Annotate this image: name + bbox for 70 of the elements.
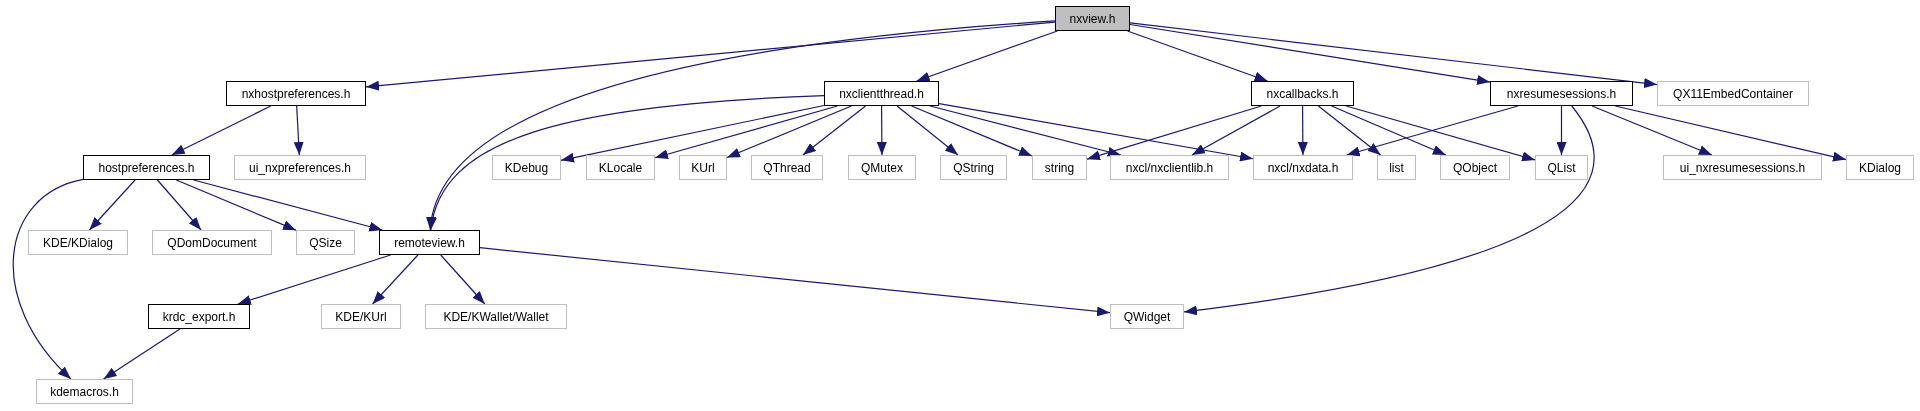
header-file-box: nxcallbacks.h	[1251, 81, 1354, 106]
external-header-box: ui_nxresumesessions.h	[1663, 155, 1822, 180]
arrow	[1191, 105, 1281, 156]
arrow	[1317, 105, 1382, 156]
arrow	[365, 21, 1056, 91]
arrow	[428, 20, 1056, 231]
external-header-box: list	[1377, 155, 1416, 180]
arrow	[876, 105, 887, 156]
arrow	[910, 105, 1033, 157]
external-header-box: KDialog	[1846, 155, 1914, 180]
arrow	[726, 105, 852, 159]
arrow	[1126, 30, 1269, 82]
arrow	[13, 178, 84, 380]
external-header-box: kdemacros.h	[36, 379, 133, 404]
header-file-box: hostpreferences.h	[83, 155, 210, 180]
arrow	[293, 105, 304, 156]
arrow	[1614, 105, 1847, 162]
arrow	[428, 94, 825, 231]
external-header-box: ui_nxpreferences.h	[234, 155, 366, 180]
arrow	[156, 179, 202, 231]
arrow	[440, 254, 486, 305]
arrow	[1129, 22, 1658, 89]
arrow	[929, 105, 1122, 157]
header-file-box: krdc_export.h	[148, 304, 250, 329]
header-file-box: nxclientthread.h	[824, 81, 939, 106]
external-header-box: KUrl	[679, 155, 727, 180]
header-file-box: nxresumesessions.h	[1490, 81, 1633, 106]
arrow	[175, 179, 297, 231]
arrow	[103, 328, 181, 380]
external-header-box: QMutex	[848, 155, 916, 180]
arrow	[237, 254, 392, 305]
arrow	[938, 103, 1254, 162]
external-header-box: nxcl/nxdata.h	[1253, 155, 1353, 180]
external-header-box: KDE/KUrl	[321, 304, 401, 329]
external-header-box: KDE/KWallet/Wallet	[425, 304, 567, 329]
arrow	[1345, 105, 1536, 162]
external-header-box: QThread	[751, 155, 823, 180]
arrow	[1297, 105, 1308, 156]
arrow	[1183, 105, 1595, 316]
arrow	[1346, 105, 1519, 157]
arrow	[916, 30, 1058, 82]
external-header-box: QWidget	[1110, 304, 1184, 329]
arrow	[654, 105, 838, 159]
arrow	[802, 105, 867, 156]
external-header-box: QList	[1535, 155, 1588, 180]
arrow	[896, 105, 959, 156]
header-file-box: remoteview.h	[379, 230, 480, 255]
arrow	[88, 179, 136, 231]
external-header-box: KDebug	[492, 155, 561, 180]
external-header-box: QX11EmbedContainer	[1657, 81, 1809, 106]
arrow	[171, 105, 272, 156]
arrow	[1331, 105, 1447, 156]
external-header-box: QObject	[1440, 155, 1510, 180]
external-header-box: KLocale	[586, 155, 655, 180]
header-file-box: nxview.h	[1055, 6, 1130, 31]
arrow	[193, 179, 383, 232]
external-header-box: string	[1032, 155, 1087, 180]
external-header-box: QString	[940, 155, 1007, 180]
arrow	[1086, 105, 1263, 161]
arrow	[1556, 105, 1567, 156]
arrow	[560, 104, 825, 163]
arrow	[1591, 105, 1713, 156]
arrow	[1129, 23, 1491, 85]
arrow	[479, 247, 1111, 317]
arrow	[371, 254, 419, 305]
header-file-box: nxhostpreferences.h	[226, 81, 366, 106]
external-header-box: QSize	[296, 230, 355, 255]
external-header-box: nxcl/nxclientlib.h	[1110, 155, 1229, 180]
external-header-box: KDE/KDialog	[28, 230, 128, 255]
external-header-box: QDomDocument	[152, 230, 272, 255]
